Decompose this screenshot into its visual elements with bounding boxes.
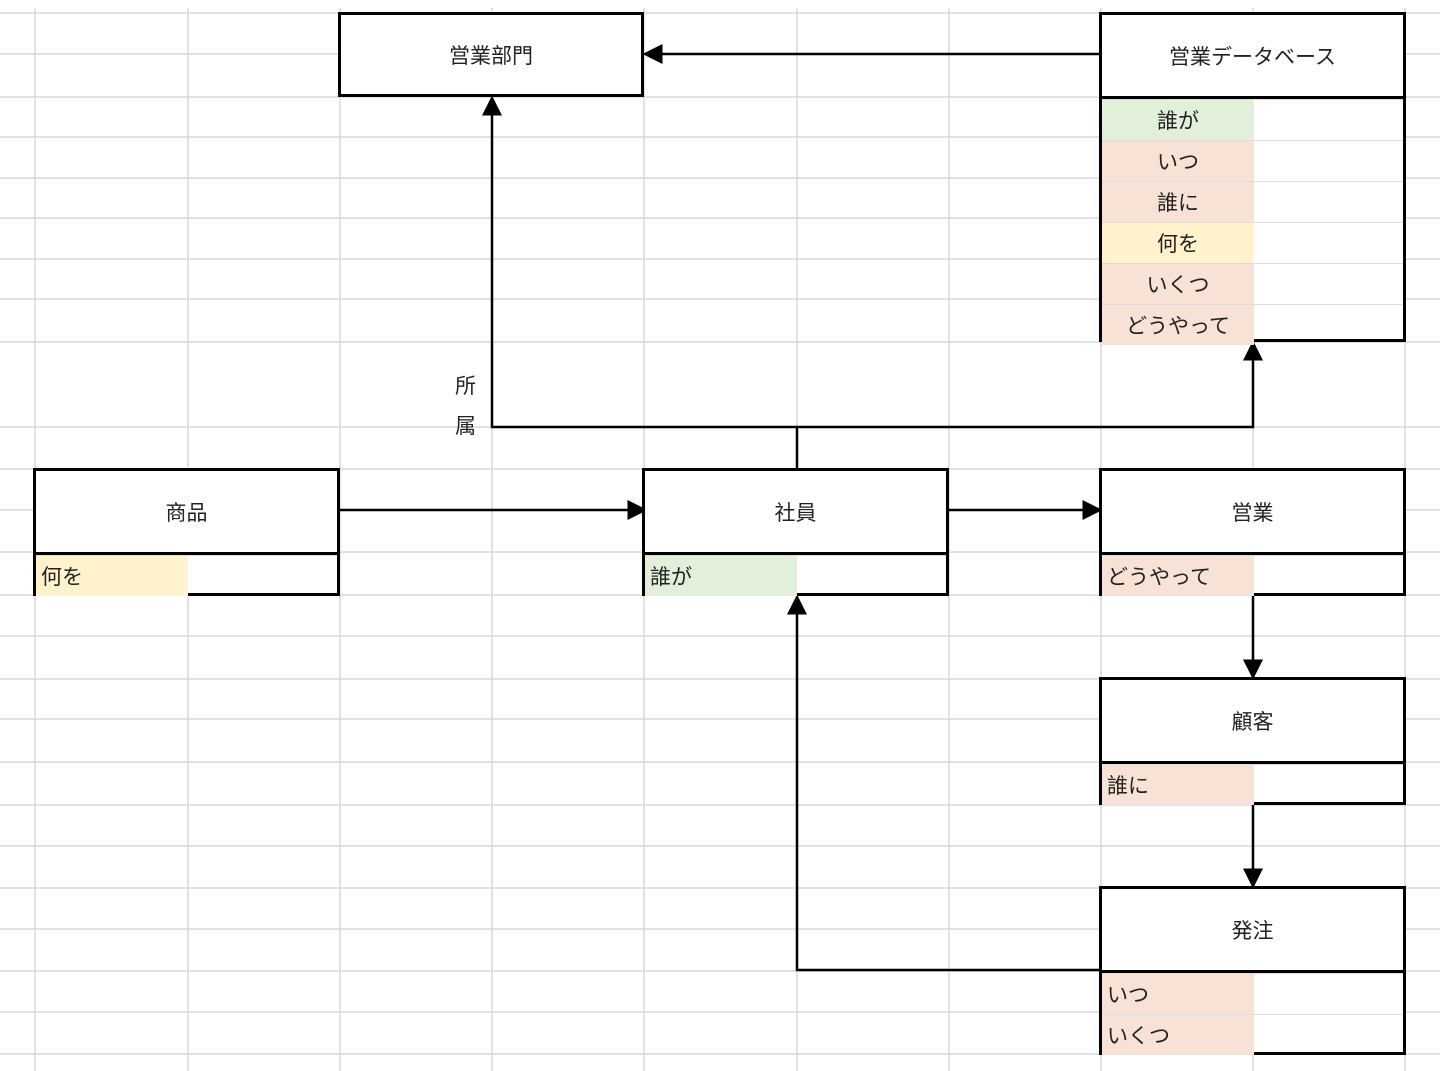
entity-title: 社員 bbox=[645, 471, 946, 555]
field-label: 誰が bbox=[1102, 100, 1254, 140]
arrow-employee-to-db bbox=[797, 340, 1263, 429]
field-row: どうやって bbox=[1102, 555, 1403, 596]
field-label: いつ bbox=[1102, 141, 1254, 181]
field-row: いくつ bbox=[1102, 1014, 1403, 1055]
field-label: いくつ bbox=[1102, 1015, 1254, 1055]
field-label: 何を bbox=[1102, 223, 1254, 263]
field-label: どうやって bbox=[1102, 305, 1254, 345]
entity-product[interactable]: 商品 何を bbox=[33, 468, 340, 596]
field-row: 誰に bbox=[1102, 181, 1403, 222]
field-label: 何を bbox=[36, 556, 188, 596]
field-label: 誰に bbox=[1102, 765, 1254, 805]
field-label: 誰が bbox=[645, 556, 797, 596]
field-row: 誰が bbox=[645, 555, 946, 596]
entity-sales-dept[interactable]: 営業部門 bbox=[338, 12, 644, 97]
field-row: 誰が bbox=[1102, 99, 1403, 140]
field-label: いくつ bbox=[1102, 264, 1254, 304]
entity-title: 商品 bbox=[36, 471, 337, 555]
entity-customer[interactable]: 顧客 誰に bbox=[1099, 677, 1406, 805]
field-label: 誰に bbox=[1102, 182, 1254, 222]
field-row: 誰に bbox=[1102, 764, 1403, 805]
entity-title: 顧客 bbox=[1102, 680, 1403, 764]
field-label: いつ bbox=[1102, 974, 1254, 1014]
entity-title: 営業 bbox=[1102, 471, 1403, 555]
entity-title: 営業データベース bbox=[1102, 15, 1403, 99]
entity-sales[interactable]: 営業 どうやって bbox=[1099, 468, 1406, 596]
entity-title: 営業部門 bbox=[449, 43, 533, 68]
field-row: どうやって bbox=[1102, 304, 1403, 345]
entity-title: 発注 bbox=[1102, 889, 1403, 973]
relation-label-belongs-1: 所 bbox=[455, 374, 476, 398]
field-row: いつ bbox=[1102, 973, 1403, 1014]
entity-order[interactable]: 発注 いついくつ bbox=[1099, 886, 1406, 1055]
entity-sales-database[interactable]: 営業データベース 誰がいつ誰に何をいくつどうやって bbox=[1099, 12, 1406, 345]
arrow-employee-to-dept bbox=[482, 95, 797, 429]
field-row: 何を bbox=[1102, 222, 1403, 263]
entity-employee[interactable]: 社員 誰が bbox=[642, 468, 949, 596]
field-row: いくつ bbox=[1102, 263, 1403, 304]
field-row: 何を bbox=[36, 555, 337, 596]
relation-label-belongs-2: 属 bbox=[455, 414, 476, 438]
arrow-order-to-employee bbox=[787, 594, 1100, 972]
field-label: どうやって bbox=[1102, 556, 1254, 596]
field-row: いつ bbox=[1102, 140, 1403, 181]
